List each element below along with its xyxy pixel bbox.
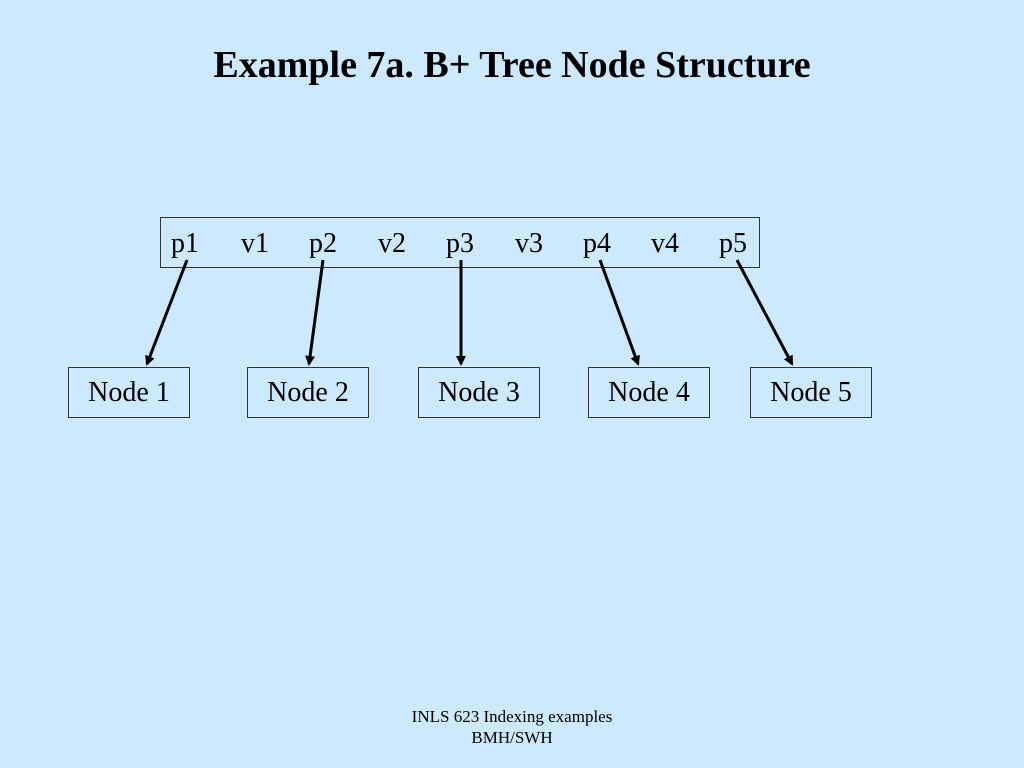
- footer-authors: BMH/SWH: [471, 728, 553, 747]
- pointer-p4: p4: [583, 228, 611, 259]
- arrow-p1-to-node-1: [145, 259, 189, 366]
- child-node-2: Node 2: [247, 367, 369, 418]
- arrow-p2-to-node-2: [305, 259, 325, 366]
- child-node-5: Node 5: [750, 367, 872, 418]
- arrow-p5-to-node-5: [735, 259, 794, 366]
- value-v2: v2: [378, 228, 406, 259]
- value-v1: v1: [241, 228, 269, 259]
- pointer-p1: p1: [171, 228, 199, 259]
- pointer-p2: p2: [309, 228, 337, 259]
- child-node-1: Node 1: [68, 367, 190, 418]
- child-node-4: Node 4: [588, 367, 710, 418]
- value-v4: v4: [651, 228, 679, 259]
- slide-footer: INLS 623 Indexing examples BMH/SWH: [312, 706, 712, 748]
- slide-title: Example 7a. B+ Tree Node Structure: [213, 44, 811, 86]
- pointer-p3: p3: [446, 228, 474, 259]
- child-node-3: Node 3: [418, 367, 540, 418]
- footer-course: INLS 623 Indexing examples: [411, 707, 613, 726]
- value-v3: v3: [515, 228, 543, 259]
- arrow-p4-to-node-4: [598, 259, 640, 366]
- pointer-p5: p5: [719, 228, 747, 259]
